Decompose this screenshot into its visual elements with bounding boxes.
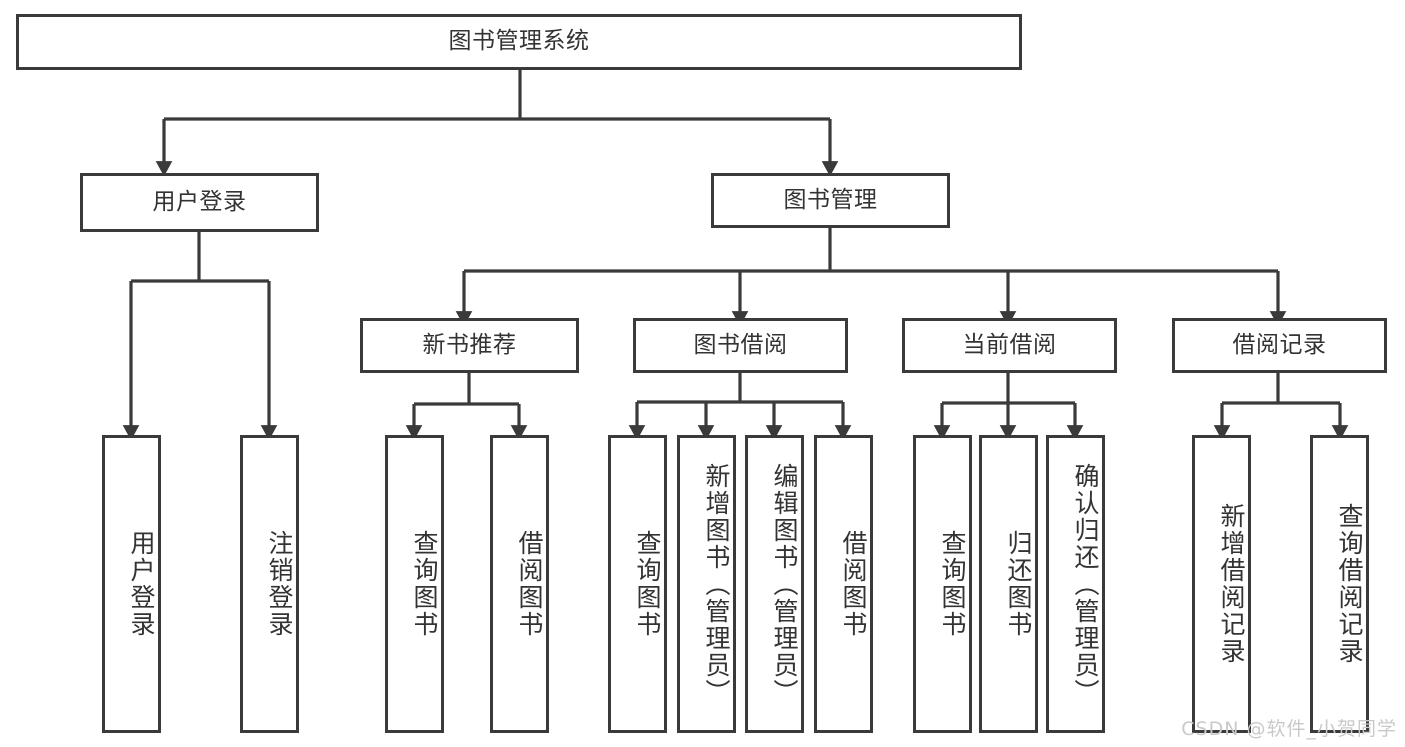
node-leaf-borrow-book-2[interactable]: 借阅图书 bbox=[814, 435, 873, 733]
watermark-text: CSDN @软件_小贺同学 bbox=[1181, 718, 1397, 740]
node-leaf-add-book-label: 新增图书（管理员） bbox=[702, 462, 731, 706]
node-leaf-query-record-label: 查询借阅记录 bbox=[1335, 503, 1364, 665]
node-user-login[interactable]: 用户登录 bbox=[80, 173, 319, 232]
node-leaf-add-record-label: 新增借阅记录 bbox=[1217, 503, 1246, 665]
node-leaf-confirm-return[interactable]: 确认归还（管理员） bbox=[1046, 435, 1105, 733]
node-leaf-query-record[interactable]: 查询借阅记录 bbox=[1310, 435, 1369, 733]
node-leaf-query-book-2[interactable]: 查询图书 bbox=[608, 435, 667, 733]
node-leaf-borrow-book-1[interactable]: 借阅图书 bbox=[490, 435, 549, 733]
node-user-login-label: 用户登录 bbox=[152, 188, 247, 215]
node-leaf-edit-book-label: 编辑图书（管理员） bbox=[770, 462, 799, 706]
node-leaf-user-login[interactable]: 用户登录 bbox=[102, 435, 161, 733]
node-leaf-add-book[interactable]: 新增图书（管理员） bbox=[677, 435, 736, 733]
node-new-book-recommend[interactable]: 新书推荐 bbox=[360, 318, 579, 373]
node-current-borrow[interactable]: 当前借阅 bbox=[902, 318, 1117, 373]
node-book-borrow-label: 图书借阅 bbox=[693, 331, 788, 358]
node-leaf-confirm-return-label: 确认归还（管理员） bbox=[1071, 462, 1100, 706]
node-borrow-record[interactable]: 借阅记录 bbox=[1172, 318, 1387, 373]
node-leaf-query-book-3[interactable]: 查询图书 bbox=[913, 435, 972, 733]
node-leaf-return-book-label: 归还图书 bbox=[1004, 530, 1033, 638]
node-root[interactable]: 图书管理系统 bbox=[16, 14, 1022, 70]
node-leaf-borrow-book-2-label: 借阅图书 bbox=[839, 530, 868, 638]
node-borrow-record-label: 借阅记录 bbox=[1232, 331, 1327, 358]
node-leaf-user-login-label: 用户登录 bbox=[127, 530, 156, 638]
node-new-book-recommend-label: 新书推荐 bbox=[422, 331, 517, 358]
node-book-management[interactable]: 图书管理 bbox=[711, 173, 950, 228]
node-book-management-label: 图书管理 bbox=[783, 186, 878, 213]
node-leaf-query-book-2-label: 查询图书 bbox=[633, 530, 662, 638]
node-leaf-add-record[interactable]: 新增借阅记录 bbox=[1192, 435, 1251, 733]
node-leaf-query-book-1-label: 查询图书 bbox=[410, 530, 439, 638]
node-leaf-query-book-1[interactable]: 查询图书 bbox=[385, 435, 444, 733]
node-book-borrow[interactable]: 图书借阅 bbox=[633, 318, 848, 373]
node-current-borrow-label: 当前借阅 bbox=[962, 331, 1057, 358]
node-leaf-logout-login-label: 注销登录 bbox=[265, 530, 294, 638]
node-leaf-return-book[interactable]: 归还图书 bbox=[979, 435, 1038, 733]
node-root-label: 图书管理系统 bbox=[448, 28, 590, 55]
node-leaf-logout-login[interactable]: 注销登录 bbox=[240, 435, 299, 733]
node-leaf-borrow-book-1-label: 借阅图书 bbox=[515, 530, 544, 638]
node-leaf-edit-book[interactable]: 编辑图书（管理员） bbox=[745, 435, 804, 733]
node-leaf-query-book-3-label: 查询图书 bbox=[938, 530, 967, 638]
